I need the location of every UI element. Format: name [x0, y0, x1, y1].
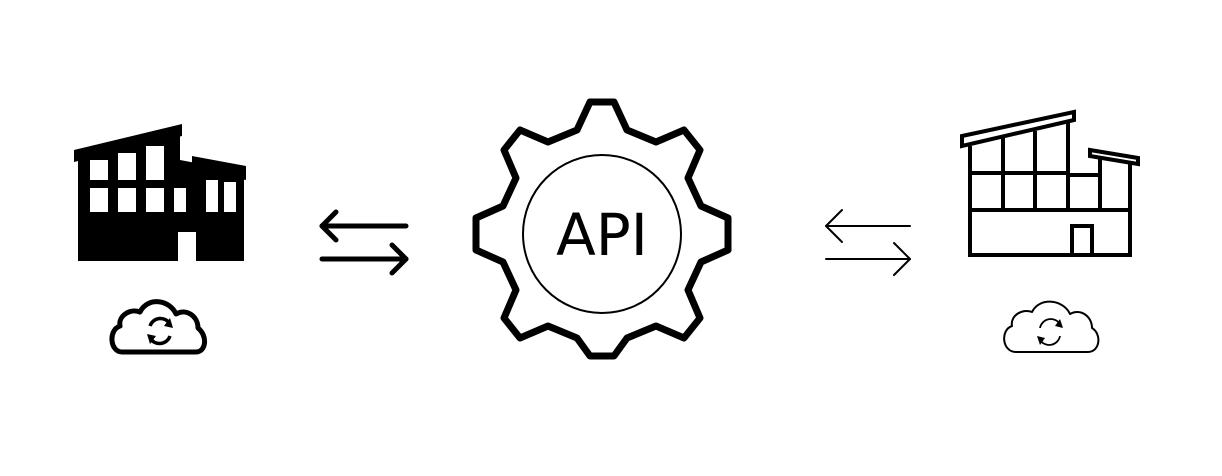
right-bidirectional-arrows	[825, 209, 911, 276]
api-label: API	[556, 201, 648, 269]
left-cloud-sync-icon	[109, 299, 207, 355]
left-factory-icon	[74, 124, 246, 261]
left-bidirectional-arrows	[319, 209, 409, 276]
right-cloud-sync-icon	[1003, 300, 1100, 353]
right-factory-icon	[960, 109, 1140, 257]
api-gear-icon: API	[472, 98, 732, 360]
